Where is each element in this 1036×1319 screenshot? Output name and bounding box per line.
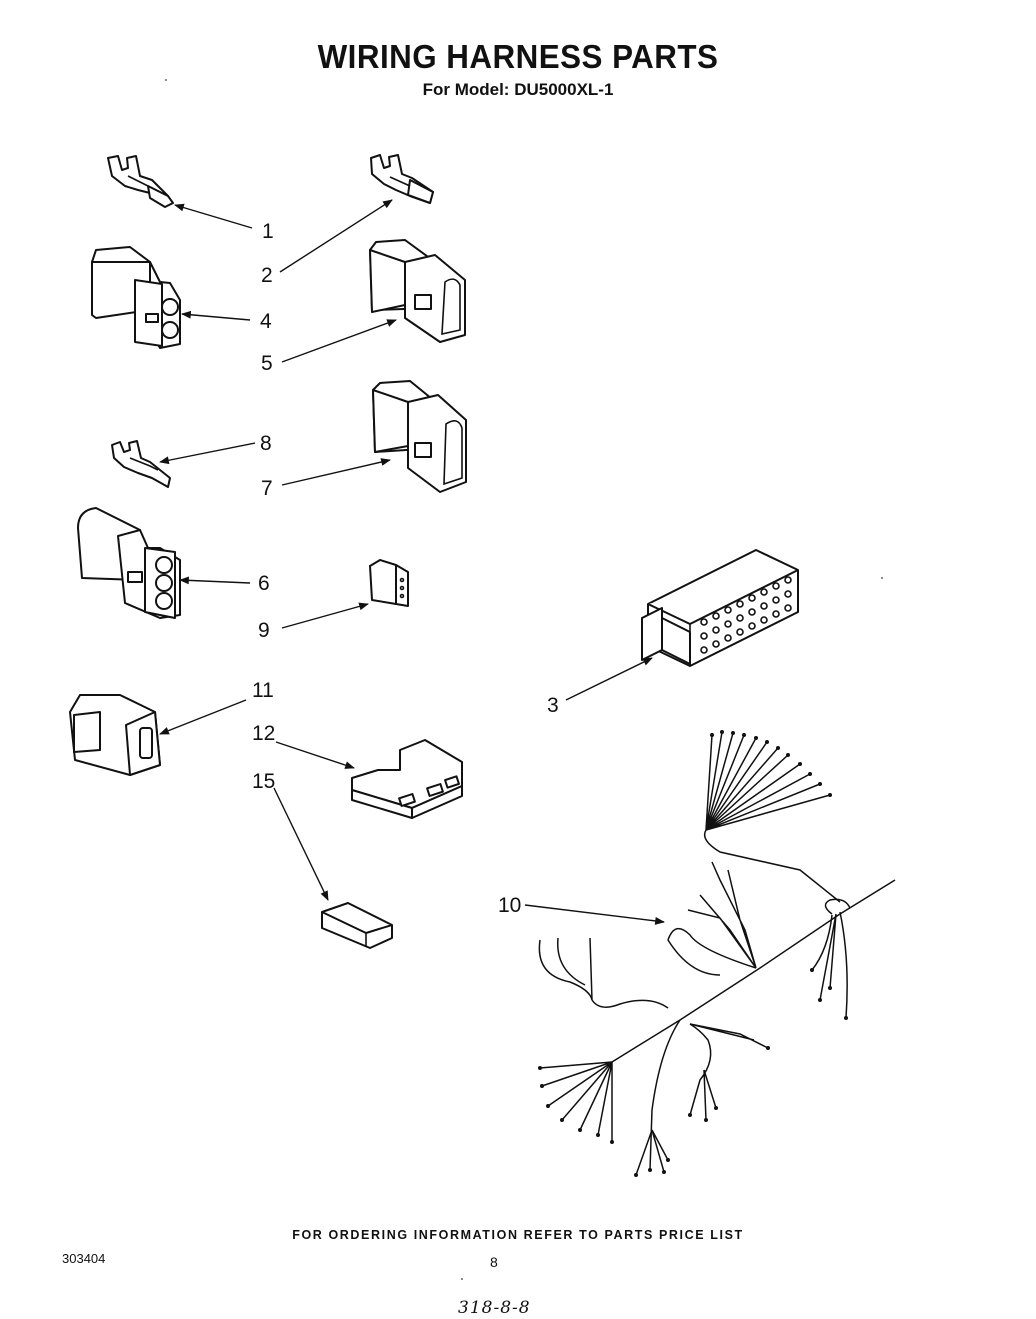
part-12-bracket-connector — [351, 739, 463, 819]
leader-lines — [159, 199, 665, 925]
part-8-terminal — [111, 440, 171, 488]
document-number: 303404 — [62, 1251, 106, 1266]
part-9-block — [369, 559, 409, 607]
part-6-three-pin-connector — [77, 507, 181, 619]
leader-5 — [281, 319, 397, 363]
part-5-housing — [369, 239, 466, 343]
part-4-two-pin-connector — [91, 246, 181, 349]
scan-specks — [165, 79, 883, 1280]
leader-3 — [565, 657, 653, 701]
leader-12 — [275, 741, 355, 769]
callout-6: 6 — [258, 572, 270, 595]
part-11-connector — [69, 694, 161, 776]
page-title: WIRING HARNESS PARTS — [317, 38, 719, 75]
callout-11: 11 — [252, 679, 274, 702]
leader-2 — [279, 199, 393, 273]
callout-7: 7 — [261, 477, 273, 500]
callout-10: 10 — [498, 894, 521, 917]
callout-15: 15 — [252, 770, 275, 793]
part-7-housing — [372, 380, 467, 493]
cavity-grid — [700, 576, 792, 654]
leader-9 — [281, 602, 369, 629]
leader-6 — [179, 576, 251, 585]
callout-2: 2 — [261, 264, 273, 287]
callout-8: 8 — [260, 432, 272, 455]
harness-wire-ends — [538, 730, 848, 1177]
callout-4: 4 — [260, 310, 272, 333]
part-2-terminal — [370, 154, 434, 204]
leader-7 — [281, 458, 391, 486]
leader-10 — [524, 904, 665, 925]
callout-labels: 1 2 3 4 5 6 7 8 9 10 11 12 15 — [252, 220, 559, 917]
part-10-wiring-harness — [538, 730, 896, 1177]
part-1-terminal — [107, 155, 174, 208]
callout-12: 12 — [252, 722, 275, 745]
callout-9: 9 — [258, 619, 270, 642]
leader-1 — [174, 203, 253, 229]
callout-5: 5 — [261, 352, 273, 375]
ordering-note: FOR ORDERING INFORMATION REFER TO PARTS … — [292, 1228, 744, 1242]
page-number: 8 — [490, 1254, 498, 1270]
part-3-multi-cavity-block — [641, 549, 799, 667]
callout-1: 1 — [262, 220, 274, 243]
leader-4 — [181, 310, 251, 321]
callout-3: 3 — [547, 694, 559, 717]
part-15-flat-block — [321, 902, 393, 949]
model-subtitle: For Model: DU5000XL-1 — [422, 80, 614, 99]
leader-15 — [273, 787, 329, 901]
leader-11 — [159, 699, 247, 735]
leader-8 — [159, 442, 256, 465]
handwritten-note: 318-8-8 — [458, 1298, 531, 1318]
